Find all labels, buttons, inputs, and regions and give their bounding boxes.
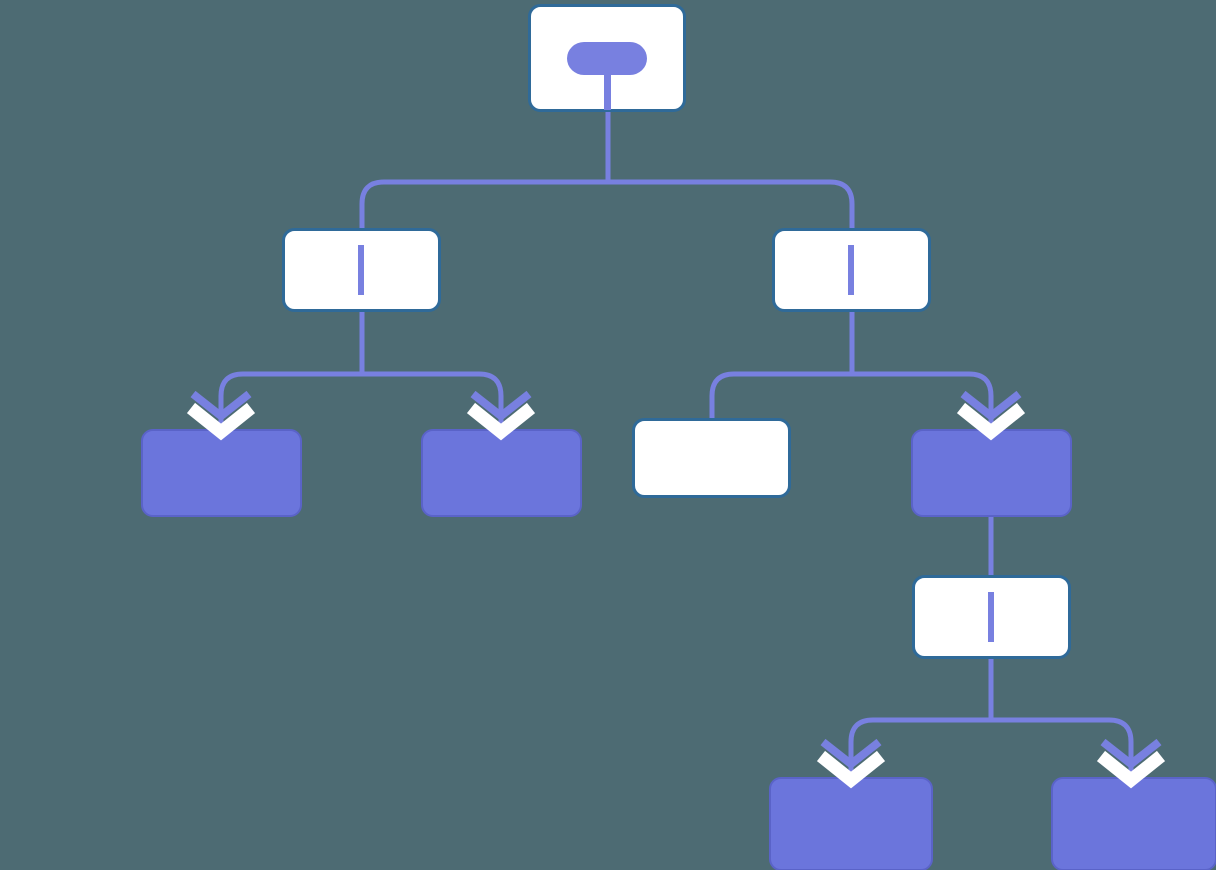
left-branch-node-accent-bar [358,245,364,295]
arrow-into-leaf-4 [816,738,886,789]
leaf-node-2[interactable] [421,429,582,517]
arrow-into-leaf-2 [466,390,536,441]
arrow-into-leaf-2-front-chevron [466,402,536,441]
root-node-pill [567,42,647,75]
plain-white-node-surface[interactable] [632,418,791,498]
connector-right-branch-to-plain-card [709,371,852,418]
arrow-into-leaf-3 [956,390,1026,441]
arrow-into-leaf-1-back-chevron [190,390,252,422]
root-node[interactable] [528,4,686,112]
leaf-node-4[interactable] [769,777,933,870]
plain-white-node[interactable] [632,418,791,498]
connector-sub-branch-to-leaf-5 [991,717,1134,772]
leaf-node-5[interactable] [1051,777,1216,870]
arrow-into-leaf-5-front-chevron [1096,750,1166,789]
connector-left-branch-to-leaf-2 [362,371,504,424]
leaf-node-1[interactable] [141,429,302,517]
right-branch-node[interactable] [772,228,931,312]
sub-branch-node-accent-bar [988,592,994,642]
connector-sub-branch-to-leaf-4 [848,717,991,772]
leaf-node-3[interactable] [911,429,1072,517]
arrow-layer [186,390,1166,789]
arrow-into-leaf-2-back-chevron [470,390,532,422]
arrow-into-leaf-4-back-chevron [820,738,882,770]
arrow-into-leaf-5 [1096,738,1166,789]
arrow-into-leaf-5-back-chevron [1100,738,1162,770]
leaf-node-2-surface[interactable] [421,429,582,517]
root-node-stem [604,62,611,110]
sub-branch-node[interactable] [912,575,1071,659]
connector-root-to-right-branch [608,179,855,228]
arrow-into-leaf-4-front-chevron [816,750,886,789]
leaf-node-1-surface[interactable] [141,429,302,517]
leaf-node-5-surface[interactable] [1051,777,1216,870]
node-layer [141,4,1216,870]
connector-root-to-left-branch [359,179,608,228]
arrow-into-leaf-1-front-chevron [186,402,256,441]
arrow-into-leaf-1 [186,390,256,441]
connector-layer [218,110,1134,772]
arrow-into-leaf-3-back-chevron [960,390,1022,422]
leaf-node-3-surface[interactable] [911,429,1072,517]
arrow-into-leaf-3-front-chevron [956,402,1026,441]
leaf-node-4-surface[interactable] [769,777,933,870]
connector-left-branch-to-leaf-1 [218,371,362,424]
left-branch-node[interactable] [282,228,441,312]
right-branch-node-accent-bar [848,245,854,295]
connector-right-branch-to-leaf-3 [852,371,994,424]
